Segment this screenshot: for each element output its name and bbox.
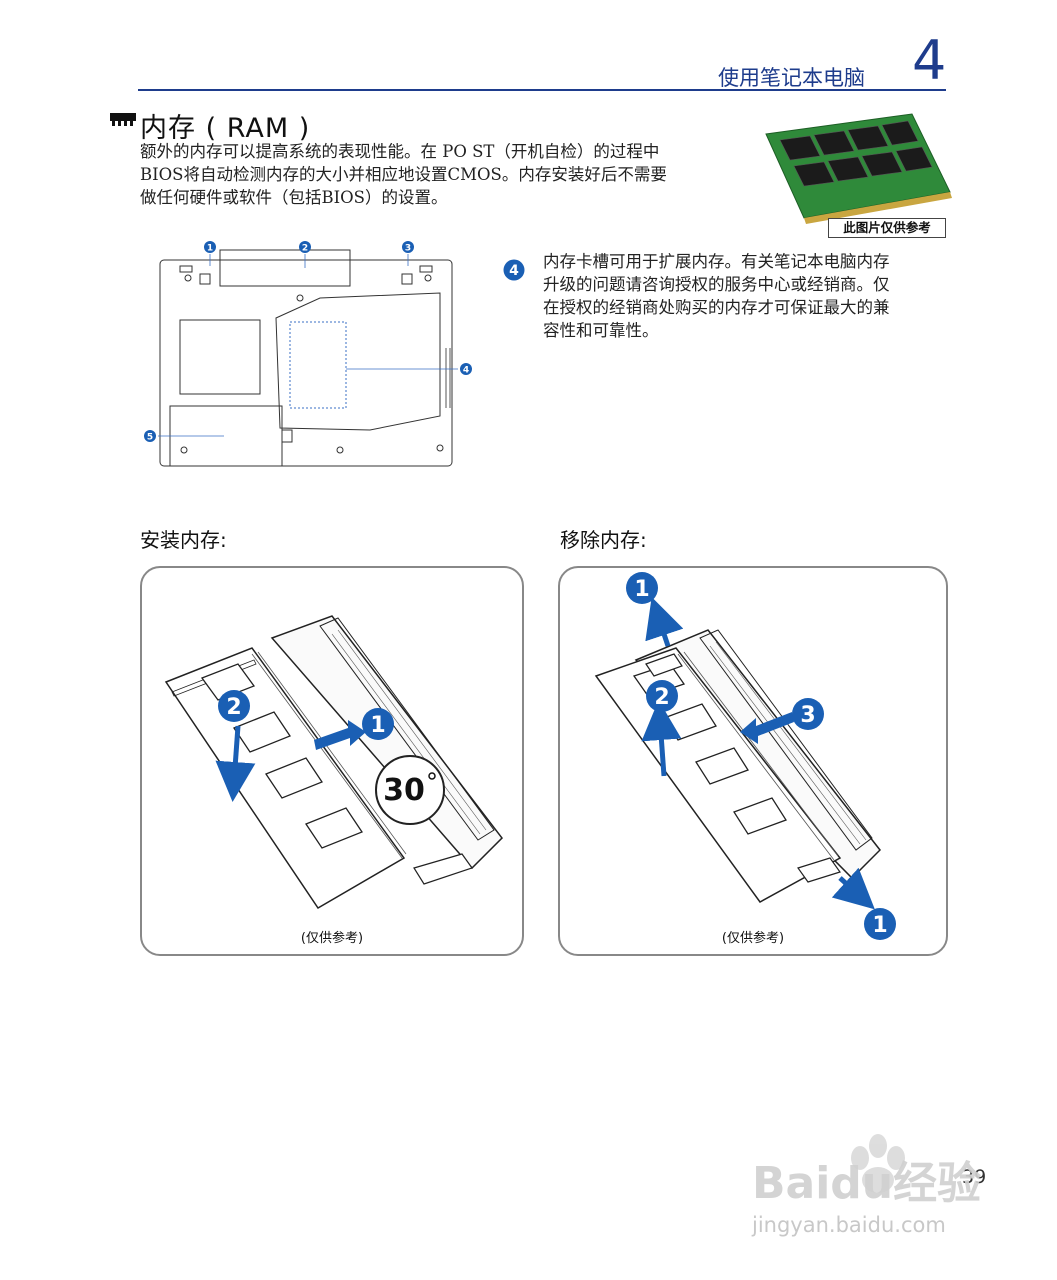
paw-icon [851, 1134, 905, 1193]
watermark-brand: Baidu经验 [752, 1158, 981, 1209]
diagram-callout-2: 2 [302, 244, 308, 254]
section-title: 内存 ( RAM ) [140, 113, 311, 144]
install-step-1: 1 [370, 713, 385, 738]
callout-line: 升级的问题请咨询授权的服务中心或经销商。仅 [543, 275, 890, 294]
intro-line: 做任何硬件或软件（包括BIOS）的设置。 [140, 188, 448, 207]
remove-illustration-panel: 1 2 3 1 (仅供参考) [558, 566, 948, 956]
ram-icon [110, 113, 136, 126]
chapter-title: 使用笔记本电脑 [718, 66, 865, 90]
page-number: 39 [962, 1166, 987, 1188]
remove-step-2: 2 [654, 685, 669, 710]
install-step-2: 2 [226, 695, 241, 720]
intro-paragraph: 额外的内存可以提高系统的表现性能。在 PO ST（开机自检）的过程中 BIOS将… [140, 140, 760, 209]
intro-line: 额外的内存可以提高系统的表现性能。在 PO ST（开机自检）的过程中 [140, 142, 660, 161]
svg-text:4: 4 [509, 263, 519, 279]
install-illustration-panel: 1 2 30 (仅供参考) [140, 566, 524, 956]
callout-line: 容性和可靠性。 [543, 321, 659, 340]
diagram-callout-4: 4 [463, 366, 469, 376]
install-caption: (仅供参考) [300, 931, 364, 946]
remove-step-3: 3 [800, 703, 815, 728]
remove-step-1-top: 1 [634, 577, 649, 602]
chapter-number: 4 [912, 29, 947, 92]
install-heading: 安装内存: [140, 528, 227, 552]
remove-step-1-bottom: 1 [872, 913, 887, 938]
degree-icon [428, 772, 436, 780]
photo-caption: 此图片仅供参考 [828, 218, 946, 238]
install-illustration: 1 2 30 [164, 615, 503, 910]
ram-module-photo [765, 113, 952, 224]
diagram-callout-1: 1 [207, 244, 213, 254]
callout-line: 在授权的经销商处购买的内存才可保证最大的兼 [543, 298, 890, 317]
header-rule [138, 89, 946, 91]
diagram-callout-3: 3 [405, 244, 411, 254]
angle-label: 30 [383, 773, 425, 808]
remove-heading: 移除内存: [560, 528, 647, 552]
baidu-watermark: Baidu经验 jingyan.baidu.com [751, 1134, 981, 1237]
remove-illustration: 1 2 3 1 [594, 572, 896, 940]
callout-4-badge: 4 [503, 259, 525, 281]
remove-caption: (仅供参考) [721, 931, 785, 946]
watermark-url: jingyan.baidu.com [751, 1213, 946, 1237]
intro-line: BIOS将自动检测内存的大小并相应地设置CMOS。内存安装好后不需要 [140, 165, 667, 184]
callout-line: 内存卡槽可用于扩展内存。有关笔记本电脑内存 [543, 252, 890, 271]
diagram-callout-5: 5 [147, 433, 153, 443]
callout-4-description: 内存卡槽可用于扩展内存。有关笔记本电脑内存 升级的问题请咨询授权的服务中心或经销… [543, 250, 953, 342]
laptop-bottom-diagram: 1 2 3 4 5 [144, 241, 472, 467]
